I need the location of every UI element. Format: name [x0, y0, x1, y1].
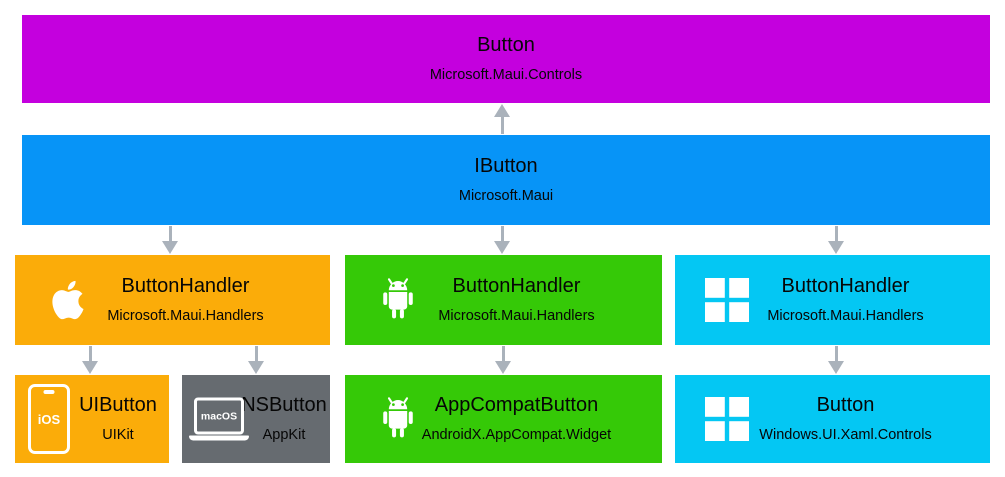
arrow-ibutton-to-android-handler	[494, 226, 510, 254]
box-subtitle: Microsoft.Maui.Controls	[429, 67, 583, 84]
arrow-stem	[168, 226, 172, 241]
winui-button-box: Button Windows.UI.Xaml.Controls	[675, 375, 990, 463]
arrow-ibutton-to-ios-handler	[162, 226, 178, 254]
android-robot-icon	[375, 275, 421, 325]
iphone-icon: iOS	[28, 384, 70, 454]
box-title: Button	[816, 394, 875, 417]
arrow-stem	[500, 117, 504, 134]
windows-button-handler-box: ButtonHandler Microsoft.Maui.Handlers	[675, 255, 990, 345]
box-subtitle: AppKit	[262, 427, 306, 444]
laptop-base	[189, 435, 249, 441]
arrow-head-icon	[495, 361, 511, 374]
macos-label: macOS	[200, 410, 238, 422]
box-title: ButtonHandler	[781, 275, 910, 298]
box-title: ButtonHandler	[452, 275, 581, 298]
box-subtitle: Microsoft.Maui.Handlers	[107, 308, 264, 325]
android-button-handler-box: ButtonHandler Microsoft.Maui.Handlers	[345, 255, 662, 345]
arrow-head-icon	[828, 361, 844, 374]
ibutton-interface-box: IButton Microsoft.Maui	[22, 135, 990, 225]
box-subtitle: UIKit	[102, 427, 134, 444]
box-title: ButtonHandler	[121, 275, 250, 298]
arrow-handler-to-appcompatbutton	[495, 346, 511, 374]
box-subtitle: Microsoft.Maui.Handlers	[767, 308, 924, 325]
windows-logo-icon	[705, 278, 749, 322]
arrow-head-icon	[494, 241, 510, 254]
windows-logo-icon	[705, 397, 749, 441]
box-subtitle: Windows.UI.Xaml.Controls	[759, 427, 932, 444]
uikit-uibutton-box: iOS UIButton UIKit	[15, 375, 169, 463]
android-appcompatbutton-box: AppCompatButton AndroidX.AppCompat.Widge…	[345, 375, 662, 463]
arrow-stem	[254, 346, 258, 361]
arrow-stem	[834, 346, 838, 361]
arrow-head-icon	[248, 361, 264, 374]
macbook-icon: macOS	[189, 397, 249, 441]
arrow-handler-to-winui-button	[828, 346, 844, 374]
ios-button-handler-box: ButtonHandler Microsoft.Maui.Handlers	[15, 255, 330, 345]
arrow-ibutton-to-button	[494, 104, 510, 134]
box-title: AppCompatButton	[434, 394, 599, 417]
box-title: NSButton	[241, 394, 327, 417]
ios-label: iOS	[37, 411, 61, 427]
android-robot-icon	[375, 394, 421, 444]
box-subtitle: Microsoft.Maui	[458, 188, 554, 205]
arrow-handler-to-uibutton	[82, 346, 98, 374]
arrow-ibutton-to-windows-handler	[828, 226, 844, 254]
box-title: UIButton	[79, 394, 157, 417]
arrow-head-icon	[82, 361, 98, 374]
arrow-head-icon	[162, 241, 178, 254]
maui-button-box: Button Microsoft.Maui.Controls	[22, 15, 990, 103]
arrow-stem	[501, 346, 505, 361]
box-subtitle: Microsoft.Maui.Handlers	[438, 308, 595, 325]
box-title: Button	[477, 34, 535, 57]
arrow-stem	[834, 226, 838, 241]
arrow-head-icon	[494, 104, 510, 117]
arrow-handler-to-nsbutton	[248, 346, 264, 374]
phone-speaker	[43, 390, 55, 394]
arrow-stem	[88, 346, 92, 361]
appkit-nsbutton-box: macOS NSButton AppKit	[182, 375, 330, 463]
arrow-head-icon	[828, 241, 844, 254]
apple-logo-icon	[45, 277, 91, 323]
box-subtitle: AndroidX.AppCompat.Widget	[421, 427, 612, 444]
box-title: IButton	[474, 155, 538, 178]
arrow-stem	[500, 226, 504, 241]
